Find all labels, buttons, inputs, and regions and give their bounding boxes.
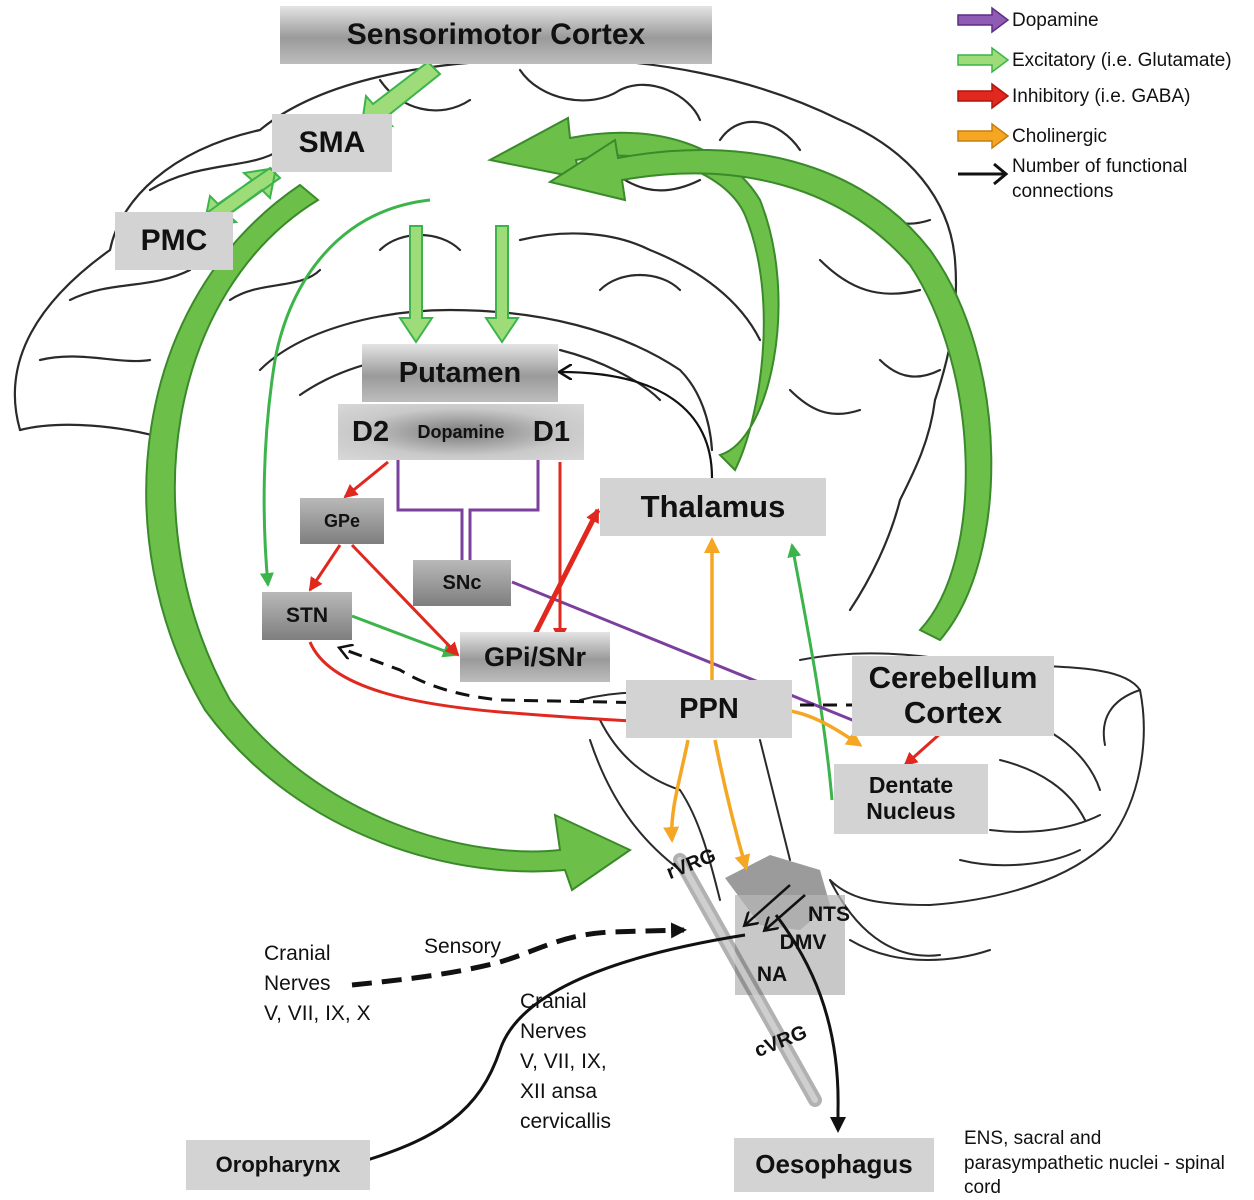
node-d2: D2 (352, 415, 390, 448)
gpe-to-stn-arrow (308, 544, 342, 592)
brainstem-to-oropharynx-arrow (347, 933, 746, 1170)
node-nts: NTS (808, 903, 850, 927)
ppn-to-rvrg-arrow-2 (713, 739, 751, 871)
cerebellum-to-cortex-arc (547, 138, 993, 642)
node-dmv: DMV (779, 931, 827, 955)
cranial-nerves-sensory-line-2: Nerves (264, 972, 331, 995)
cranial-nerves-motor-line-3: V, VII, IX, (520, 1050, 607, 1073)
gpe-to-gpi-arrow (350, 543, 460, 657)
inhibitory-arrows (308, 460, 943, 767)
node-dopamine: Dopamine (417, 421, 505, 442)
ppn-to-rvrg-arrow-1 (663, 739, 690, 843)
cortex-to-putamen-arrow-1 (398, 225, 434, 344)
thalamus-to-putamen-arrow (560, 372, 714, 479)
node-d2-dopamine-d1: D2 Dopamine D1 (338, 404, 584, 460)
cranial-nerves-motor-line-4: XII ansa (520, 1080, 598, 1103)
sensory-label: Sensory (424, 935, 502, 958)
node-putamen: Putamen (362, 344, 558, 402)
legend-inhibitory-label: Inhibitory (i.e. GABA) (1012, 86, 1191, 107)
node-pmc: PMC (115, 212, 233, 270)
node-na: NA (756, 963, 788, 987)
hollow-green-arrows (198, 60, 520, 344)
legend-connection-swatch (958, 162, 1009, 186)
large-excitatory-arcs (145, 116, 993, 892)
node-d1: D1 (532, 415, 570, 448)
cranial-nerves-motor-line-1: Cranial (520, 990, 587, 1013)
snc-to-d1-arrow (468, 450, 543, 565)
cranial-nerves-sensory-line-1: Cranial (264, 942, 331, 965)
node-gpe: GPe (300, 498, 384, 544)
legend-dopamine-label: Dopamine (1012, 10, 1099, 31)
brainstem-nuclei (673, 853, 845, 1107)
brainstem-to-oesophagus-arrow (774, 914, 846, 1133)
legend-excitatory-swatch (957, 46, 1010, 74)
d2-to-gpe-arrow (343, 460, 389, 499)
functional-connections (340, 372, 860, 1170)
node-cerebellum-cortex: Cerebellum Cortex (852, 656, 1054, 736)
node-dentate-nucleus: Dentate Nucleus (834, 764, 988, 834)
snc-to-d2-arrow (393, 450, 464, 565)
legend-cholinergic-swatch (957, 122, 1010, 150)
node-oropharynx: Oropharynx (186, 1140, 370, 1190)
snc-to-cerebellum-arrow (511, 580, 864, 726)
node-thalamus: Thalamus (600, 478, 826, 536)
cranial-nerves-motor-line-5: cervicallis (520, 1110, 612, 1133)
nts-internal-arrow-2 (765, 894, 806, 930)
gpi-to-thalamus-arrow (529, 508, 601, 642)
excitatory-arrows (259, 198, 834, 801)
legend-excitatory-label: Excitatory (i.e. Glutamate) (1012, 50, 1232, 71)
legend-inhibitory-swatch (957, 82, 1010, 110)
ens-line-1: ENS, sacral and (964, 1128, 1102, 1149)
legend-connection-label: Number of functional connections (1012, 156, 1188, 202)
node-gpi-snr: GPi/SNr (460, 632, 610, 682)
node-stn: STN (262, 592, 352, 640)
nts-internal-arrow-1 (745, 884, 791, 925)
node-oesophagus: Oesophagus (734, 1138, 934, 1192)
cortex-to-putamen-arrow-2 (484, 225, 520, 344)
cortex-to-brainstem-arc (145, 183, 633, 892)
cortex-to-stn-arrow (259, 198, 431, 587)
node-ppn: PPN (626, 680, 792, 738)
ens-line-3: cord (964, 1177, 1001, 1198)
stn-to-gpi-arrow (351, 614, 457, 658)
legend-swatches (957, 6, 1010, 186)
cranial-nerves-sensory-line-3: V, VII, IX, X (264, 1002, 371, 1025)
dopamine-arrows (393, 450, 864, 726)
node-sensorimotor-cortex: Sensorimotor Cortex (280, 6, 712, 64)
cerebellum-stn-dashed-connection (340, 648, 860, 707)
node-snc: SNc (413, 560, 511, 606)
node-sma: SMA (272, 114, 392, 172)
cerebellum-to-dentate-arrow (903, 730, 943, 767)
dentate-to-thalamus-arrow (787, 543, 834, 801)
thalamus-to-cortex-arc (487, 116, 780, 472)
legend-dopamine-swatch (957, 6, 1010, 34)
sensory-dashed-connection (351, 922, 687, 988)
stn-to-ppn-arrow (308, 641, 654, 729)
cranial-nerves-motor-line-2: Nerves (520, 1020, 587, 1043)
ens-line-2: parasympathetic nuclei - spinal (964, 1153, 1225, 1174)
legend-cholinergic-label: Cholinergic (1012, 126, 1108, 147)
